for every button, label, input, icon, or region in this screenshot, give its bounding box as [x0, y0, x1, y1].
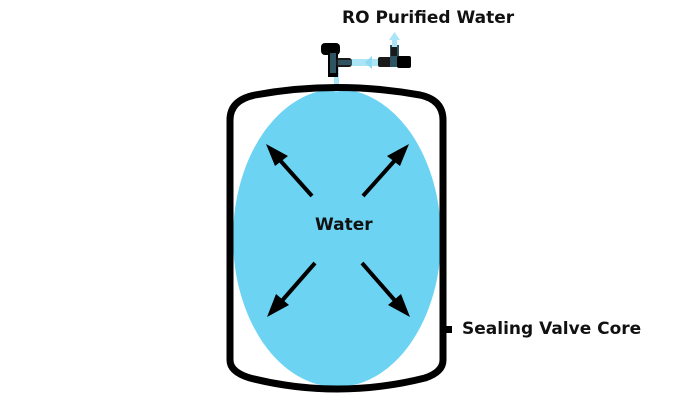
tank-outline [226, 84, 447, 393]
water-body [233, 89, 441, 387]
inlet-label: RO Purified Water [342, 8, 515, 28]
sealing-valve-core [446, 326, 452, 333]
water-label: Water [315, 215, 373, 235]
inlet-fitting [321, 32, 411, 77]
sealing-valve-label: Sealing Valve Core [462, 319, 642, 339]
arrow-up-right [361, 144, 409, 198]
arrow-up-left [266, 144, 314, 198]
arrow-down-left [267, 261, 317, 317]
arrow-down-right [360, 261, 410, 317]
